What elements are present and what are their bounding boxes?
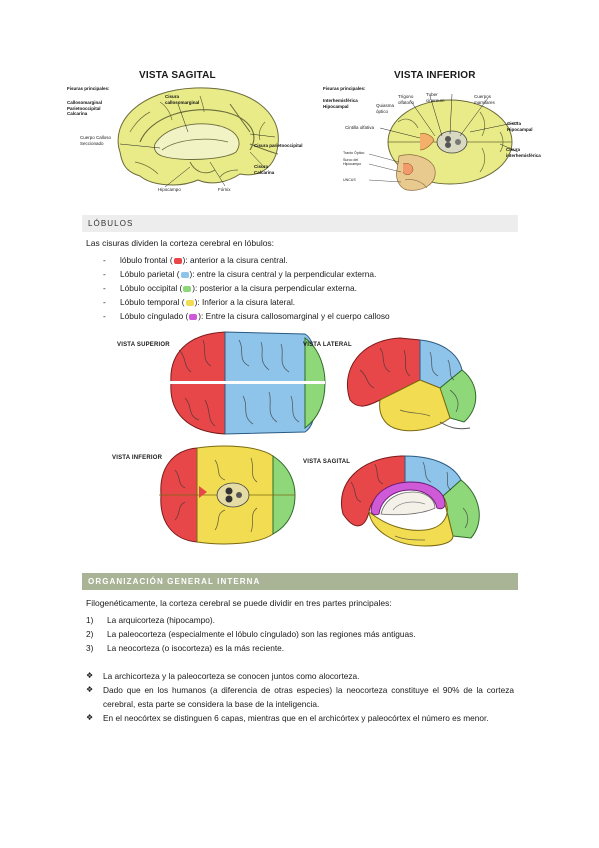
inferior-fisura-2: Hipocampal — [323, 103, 349, 109]
inferior-fisuras-heading: Fisuras principales: — [323, 86, 366, 91]
label-quiasma-optico: Quiasma óptico — [376, 103, 395, 114]
diamond-bullet-icon: ❖ — [86, 671, 94, 680]
label-cuerpo-calloso: Cuerpo Calloso Seccionado — [80, 135, 112, 146]
organizacion-bullet-list: ❖La archicorteza y la paleocorteza se co… — [86, 669, 514, 725]
temporal-swatch — [185, 299, 194, 306]
sagital-fisura-1: Callosomarginal — [67, 100, 103, 105]
section-header-lobulos: LÓBULOS — [82, 215, 518, 232]
label-surco-hipocampo: Surco del Hipocampo — [343, 158, 362, 166]
brain-view-lateral-label: VISTA LATERAL — [303, 342, 352, 348]
label-cisura-hipocampal: Cisura Hipocampal — [507, 121, 533, 132]
sagital-figure-title: VISTA SAGITAL — [139, 70, 216, 81]
label-cisura-parietooccipital: Cisura parietooccipital — [254, 143, 303, 148]
lobulos-list: lóbulo frontal (): anterior a la cisura … — [103, 253, 523, 323]
numbered-item: 1)La arquicorteza (hipocampo). — [86, 615, 215, 625]
inferior-fisura-1: Interhemisférica — [323, 98, 358, 103]
lobulos-intro: Las cisuras dividen la corteza cerebral … — [86, 238, 275, 248]
organizacion-numbered-list: 1)La arquicorteza (hipocampo). 2)La pale… — [86, 613, 526, 655]
label-hipocampo: Hipocampo — [158, 187, 181, 192]
brain-view-superior-label: VISTA SUPERIOR — [117, 342, 170, 348]
sagital-fisuras-heading: Fisuras principales: — [67, 86, 110, 91]
brain-view-sagital-label: VISTA SAGITAL — [303, 459, 351, 465]
numbered-item: 2)La paleocorteza (especialmente el lóbu… — [86, 629, 416, 639]
lobulo-item: lóbulo frontal (): anterior a la cisura … — [103, 253, 523, 267]
occipital-swatch — [183, 285, 192, 292]
frontal-swatch — [173, 257, 182, 264]
label-cuerpos-mamilares: Cuerpos mamilares — [474, 94, 495, 105]
sagital-fisura-3: Calcarina — [67, 111, 88, 116]
inferior-figure-title: VISTA INFERIOR — [394, 70, 476, 81]
sagital-fisuras-list: Callosomarginal Parietooccipital Calcari… — [67, 100, 102, 117]
uncus-inset-illustration — [368, 153, 436, 191]
label-fornix: Fórnix — [218, 187, 231, 192]
label-tuber-cinereum: Tuber cinereum — [426, 92, 445, 103]
label-cisura-calcarina: Cisura Calcarina — [254, 164, 275, 175]
cingulado-swatch — [189, 313, 198, 320]
bullet-item: ❖En el neocórtex se distinguen 6 capas, … — [86, 713, 489, 723]
lobulo-item: Lóbulo parietal (): entre la cisura cent… — [103, 267, 523, 281]
inferior-fisuras-list: Interhemisférica Hipocampal — [323, 98, 358, 109]
numbered-item: 3)La neocorteza (o isocorteza) es la más… — [86, 643, 285, 653]
label-cintilla-olfativa: Cintilla olfativa — [345, 125, 375, 130]
bullet-item: ❖Dado que en los humanos (a diferencia d… — [86, 685, 514, 709]
lobulo-item: Lóbulo temporal (): Inferior a la cisura… — [103, 295, 523, 309]
label-tracto-optico: Tracto Óptico — [343, 151, 365, 155]
parietal-swatch — [180, 271, 189, 278]
brain-inferior-view — [159, 445, 296, 545]
diamond-bullet-icon: ❖ — [86, 713, 94, 722]
label-trigono-olfatorio: Trígono olfatorio — [398, 94, 415, 105]
sagital-fisura-2: Parietooccipital — [67, 105, 101, 111]
bullet-item: ❖La archicorteza y la paleocorteza se co… — [86, 671, 360, 681]
sagital-brain-illustration — [117, 87, 279, 188]
label-cisura-callosomarginal: Cisura callosomarginal — [165, 94, 200, 105]
organizacion-intro: Filogenéticamente, la corteza cerebral s… — [86, 598, 392, 608]
label-uncus: UNCUS — [343, 178, 356, 182]
brain-superior-view — [169, 331, 326, 435]
lobulo-item: Lóbulo cíngulado (): Entre la cisura cal… — [103, 309, 523, 323]
brain-sagital-view — [341, 455, 480, 547]
section-header-organizacion: ORGANIZACIÓN GENERAL INTERNA — [82, 573, 518, 590]
label-cisura-interhemisferica: Cisura interhemisférica — [506, 147, 541, 158]
brain-lateral-view — [346, 337, 477, 432]
lobulo-item: Lóbulo occipital (): posterior a la cisu… — [103, 281, 523, 295]
brain-view-inferior-label: VISTA INFERIOR — [112, 455, 163, 461]
diamond-bullet-icon: ❖ — [86, 685, 94, 694]
